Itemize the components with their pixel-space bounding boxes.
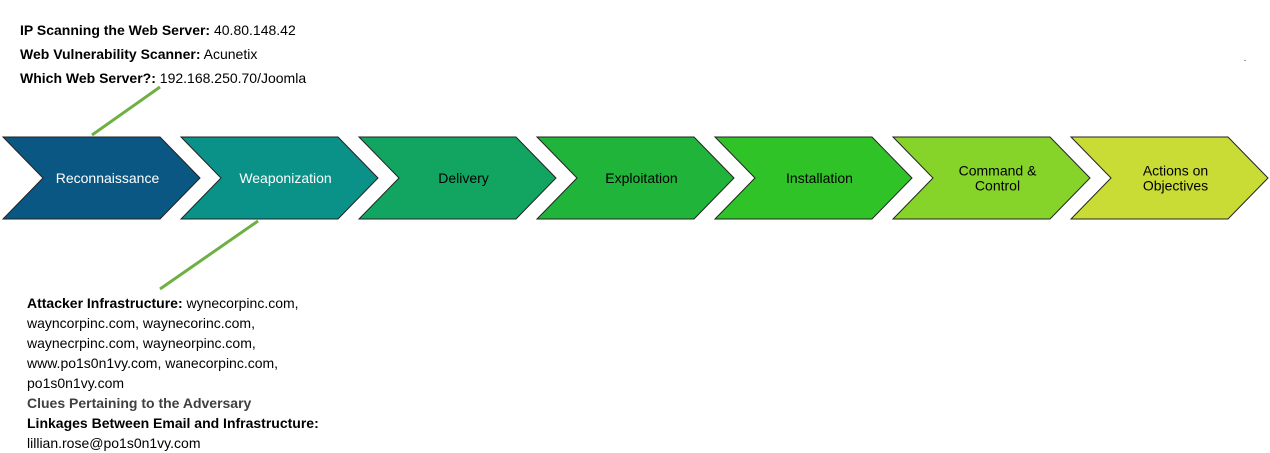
stage-chevron [891,136,1091,220]
linkage-row: Linkages Between Email and Infrastructur… [27,413,357,433]
stage-exploitation: Exploitation [535,136,735,220]
infrastructure-line-2: waynecrpinc.com, wayneorpinc.com, [27,335,256,351]
web-server-value: 192.168.250.70/Joomla [159,70,307,86]
stage-label: Weaponization [239,170,331,186]
stage-label: Objectives [1143,178,1208,194]
infrastructure-line-4: po1s0n1vy.com [27,375,125,391]
web-server-label: Which Web Server?: [20,70,156,86]
stage-chevron [1,136,201,220]
clues-heading: Clues Pertaining to the Adversary [27,395,252,411]
bottom-notes: Attacker Infrastructure: wynecorpinc.com… [27,293,357,453]
stages-layer: Reconnaissance Weaponization Delivery Explo… [1,136,1269,220]
scanner-label: Web Vulnerability Scanner: [20,46,201,62]
stage-label: Installation [786,170,853,186]
stage-label: Command & [959,163,1037,179]
ip-scan-row: IP Scanning the Web Server: 40.80.148.42 [20,18,306,42]
ip-scan-label: IP Scanning the Web Server: [20,22,211,38]
connector-top [91,85,161,137]
scanner-value: Acunetix [203,46,258,62]
top-notes: IP Scanning the Web Server: 40.80.148.42… [20,18,306,90]
stage-chevron [357,136,557,220]
stage-command-control: Command &Control [891,136,1091,220]
stage-label: Exploitation [605,170,677,186]
stage-weaponization: Weaponization [179,136,379,220]
infrastructure-line-3: www.po1s0n1vy.com, wanecorpinc.com, [27,355,279,371]
stage-label: Control [975,178,1020,194]
connector-bottom [159,219,259,291]
stage-chevron [535,136,735,220]
stage-label: Actions on [1143,163,1208,179]
infrastructure-line-1: wayncorpinc.com, waynecorinc.com, [27,315,255,331]
stage-label: Reconnaissance [56,170,160,186]
stage-chevron [179,136,379,220]
infrastructure-row: Attacker Infrastructure: wynecorpinc.com… [27,293,357,313]
linkage-label: Linkages Between Email and Infrastructur… [27,415,319,431]
stage-delivery: Delivery [357,136,557,220]
infrastructure-line-0: wynecorpinc.com, [186,295,299,311]
stage-chevron [1069,136,1269,220]
stage-chevron [713,136,913,220]
ip-scan-value: 40.80.148.42 [213,22,296,38]
infrastructure-label: Attacker Infrastructure: [27,295,183,311]
scanner-row: Web Vulnerability Scanner: Acunetix [20,42,306,66]
web-server-row: Which Web Server?: 192.168.250.70/Joomla [20,66,306,90]
linkage-value: lillian.rose@po1s0n1vy.com [27,435,201,451]
stray-dot [1244,60,1246,61]
stage-reconnaissance: Reconnaissance [1,136,201,220]
stage-label: Delivery [438,170,489,186]
stage-installation: Installation [713,136,913,220]
